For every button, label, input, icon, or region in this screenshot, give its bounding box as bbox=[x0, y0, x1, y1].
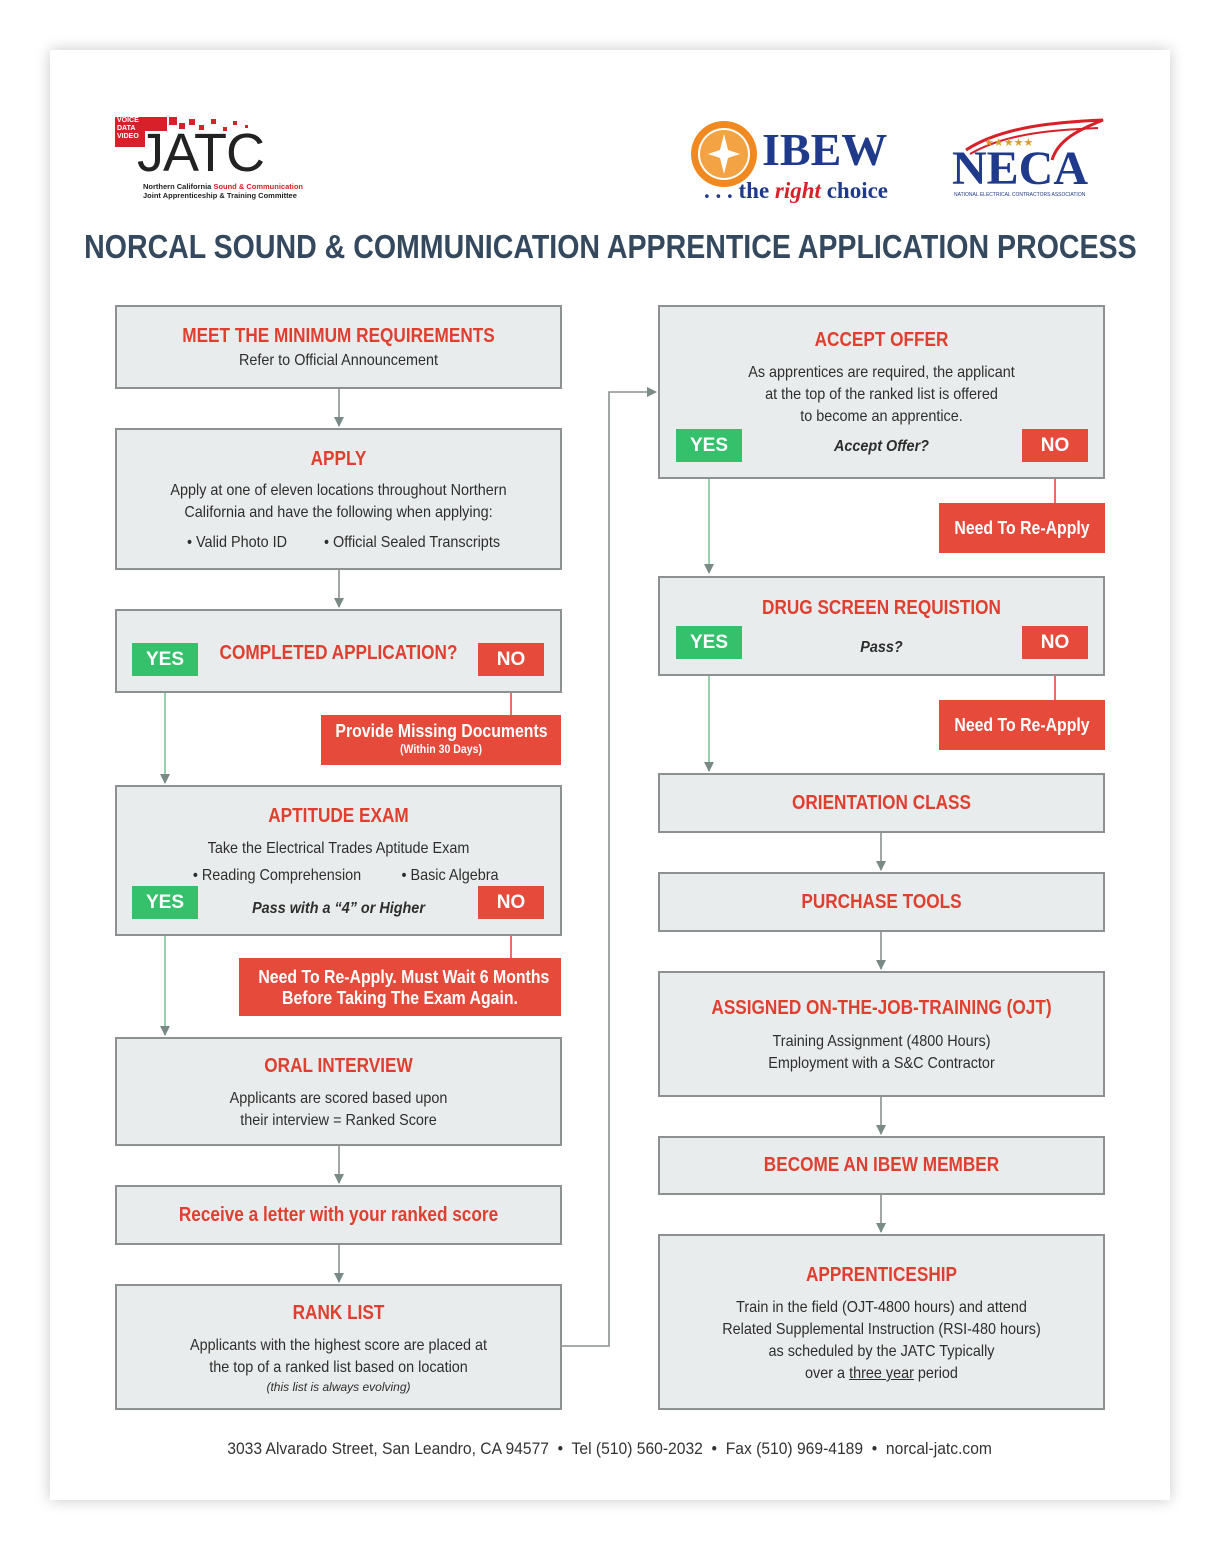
purchase-tools-title: PURCHASE TOOLS bbox=[801, 891, 962, 913]
aptitude-no-badge: NO bbox=[478, 886, 544, 919]
neca-flag-icon: ★★★★★ bbox=[965, 118, 1104, 161]
jatc-pixel bbox=[189, 119, 195, 125]
jatc-pixel bbox=[211, 119, 216, 124]
oral-interview-text-line1: Applicants are scored based upon bbox=[229, 1090, 448, 1107]
apply-bullet-photo-id: • Valid Photo ID bbox=[186, 534, 288, 551]
ibew-member-box: BECOME AN IBEW MEMBER bbox=[658, 1136, 1105, 1195]
purchase-tools-box: PURCHASE TOOLS bbox=[658, 872, 1105, 932]
jatc-pixel bbox=[233, 121, 237, 125]
ranked-score-letter-box: Receive a letter with your ranked score bbox=[115, 1185, 562, 1245]
accept-offer-question: Accept Offer? bbox=[834, 438, 929, 455]
rank-list-box: RANK LIST Applicants with the highest sc… bbox=[115, 1284, 562, 1410]
drug-yes-badge: YES bbox=[676, 626, 742, 659]
apply-text-line1: Apply at one of eleven locations through… bbox=[170, 482, 507, 499]
aptitude-reapply-box: Need To Re-Apply. Must Wait 6 Months Bef… bbox=[239, 958, 561, 1016]
oral-interview-text-line2: their interview = Ranked Score bbox=[240, 1112, 437, 1129]
ibew-seal-icon bbox=[691, 121, 757, 187]
accept-yes-badge: YES bbox=[676, 429, 742, 462]
jatc-pixel bbox=[199, 125, 204, 130]
ojt-text-line1: Training Assignment (4800 Hours) bbox=[772, 1033, 991, 1050]
neca-subtitle: NATIONAL ELECTRICAL CONTRACTORS ASSOCIAT… bbox=[954, 192, 1086, 198]
apprenticeship-text-line2: Related Supplemental Instruction (RSI-48… bbox=[722, 1321, 1041, 1338]
page-title: NORCAL SOUND & COMMUNICATION APPRENTICE … bbox=[83, 228, 1137, 265]
accept-offer-text-line1: As apprentices are required, the applica… bbox=[748, 364, 1015, 381]
jatc-subtitle-line1: Northern California Sound & Communicatio… bbox=[143, 182, 304, 191]
ojt-text-line2: Employment with a S&C Contractor bbox=[768, 1055, 995, 1072]
neca-logo: ★★★★★ NECA NATIONAL ELECTRICAL CONTRACTO… bbox=[948, 116, 1108, 206]
aptitude-bullet-reading: • Reading Comprehension bbox=[192, 867, 362, 884]
jatc-subtitle-line2: Joint Apprenticeship & Training Committe… bbox=[143, 191, 297, 200]
drug-reapply-box: Need To Re-Apply bbox=[939, 700, 1105, 750]
drug-screen-title: DRUG SCREEN REQUISTION bbox=[762, 597, 1001, 619]
aptitude-yes-badge: YES bbox=[132, 886, 198, 919]
jatc-pixel bbox=[245, 125, 248, 128]
jatc-red-block bbox=[115, 117, 145, 147]
accept-reapply-box: Need To Re-Apply bbox=[939, 503, 1105, 553]
jatc-wordmark: JATC bbox=[137, 123, 265, 183]
apprenticeship-text-line1: Train in the field (OJT-4800 hours) and … bbox=[736, 1299, 1027, 1316]
rank-list-text-line2: the top of a ranked list based on locati… bbox=[209, 1359, 468, 1376]
aptitude-question: Pass with a “4” or Higher bbox=[252, 900, 425, 917]
completed-no-badge: NO bbox=[478, 643, 544, 676]
aptitude-bullet-algebra: • Basic Algebra bbox=[401, 867, 499, 884]
rank-list-text-line1: Applicants with the highest score are pl… bbox=[190, 1337, 487, 1354]
oral-interview-title: ORAL INTERVIEW bbox=[264, 1055, 413, 1077]
jatc-pixel bbox=[223, 127, 227, 131]
ranked-score-letter-title: Receive a letter with your ranked score bbox=[178, 1204, 499, 1226]
arrow-rank-accept bbox=[561, 387, 657, 1347]
apprenticeship-box: APPRENTICESHIP Train in the field (OJT-4… bbox=[658, 1234, 1105, 1410]
min-requirements-box: MEET THE MINIMUM REQUIREMENTS Refer to O… bbox=[115, 305, 562, 389]
apprenticeship-text-line4: over a three year period bbox=[805, 1365, 958, 1382]
accept-offer-title: ACCEPT OFFER bbox=[814, 329, 949, 351]
accept-no-badge: NO bbox=[1022, 429, 1088, 462]
drug-screen-question: Pass? bbox=[860, 639, 903, 656]
jatc-voice-data-video: VOICE DATA VIDEO bbox=[117, 117, 139, 140]
ibew-member-title: BECOME AN IBEW MEMBER bbox=[763, 1154, 1000, 1176]
apply-text-line2: California and have the following when a… bbox=[184, 504, 493, 521]
accept-offer-text-line2: at the top of the ranked list is offered bbox=[765, 386, 998, 403]
provide-missing-documents-box: Provide Missing Documents (Within 30 Day… bbox=[321, 715, 561, 765]
aptitude-exam-title: APTITUDE EXAM bbox=[268, 805, 409, 827]
jatc-logo: VOICE DATA VIDEO JATC Northern Californi… bbox=[115, 113, 315, 203]
jatc-pixel bbox=[179, 123, 185, 129]
ojt-title: ASSIGNED ON-THE-JOB-TRAINING (OJT) bbox=[711, 997, 1052, 1019]
aptitude-exam-box: APTITUDE EXAM Take the Electrical Trades… bbox=[115, 785, 562, 936]
orientation-class-title: ORIENTATION CLASS bbox=[791, 792, 972, 814]
neca-wordmark: NECA bbox=[952, 142, 1089, 195]
ibew-wordmark: IBEW bbox=[762, 124, 888, 175]
oral-interview-box: ORAL INTERVIEW Applicants are scored bas… bbox=[115, 1037, 562, 1146]
accept-offer-text-line3: to become an apprentice. bbox=[800, 408, 963, 425]
ojt-box: ASSIGNED ON-THE-JOB-TRAINING (OJT) Train… bbox=[658, 971, 1105, 1097]
jatc-pixel-pattern bbox=[145, 117, 167, 131]
rank-list-note: (this list is always evolving) bbox=[266, 1380, 411, 1394]
apply-title: APPLY bbox=[310, 448, 367, 470]
orientation-class-box: ORIENTATION CLASS bbox=[658, 773, 1105, 833]
apprenticeship-title: APPRENTICESHIP bbox=[805, 1264, 958, 1286]
svg-text:★★★★★: ★★★★★ bbox=[984, 137, 1033, 149]
completed-yes-badge: YES bbox=[132, 643, 198, 676]
apprenticeship-text-line3: as scheduled by the JATC Typically bbox=[768, 1343, 995, 1360]
ibew-logo: IBEW . . . the right choice bbox=[690, 120, 930, 210]
jatc-pixel bbox=[169, 117, 177, 125]
rank-list-title: RANK LIST bbox=[292, 1302, 385, 1324]
completed-application-title: COMPLETED APPLICATION? bbox=[219, 642, 458, 664]
footer-contact: 3033 Alvarado Street, San Leandro, CA 94… bbox=[227, 1439, 993, 1458]
drug-no-badge: NO bbox=[1022, 626, 1088, 659]
ibew-tagline: . . . the right choice bbox=[704, 178, 889, 203]
apply-box: APPLY Apply at one of eleven locations t… bbox=[115, 428, 562, 570]
min-requirements-text: Refer to Official Announcement bbox=[238, 352, 439, 369]
aptitude-exam-text: Take the Electrical Trades Aptitude Exam bbox=[207, 840, 470, 857]
apply-bullet-transcripts: • Official Sealed Transcripts bbox=[323, 534, 501, 551]
min-requirements-title: MEET THE MINIMUM REQUIREMENTS bbox=[182, 325, 495, 347]
